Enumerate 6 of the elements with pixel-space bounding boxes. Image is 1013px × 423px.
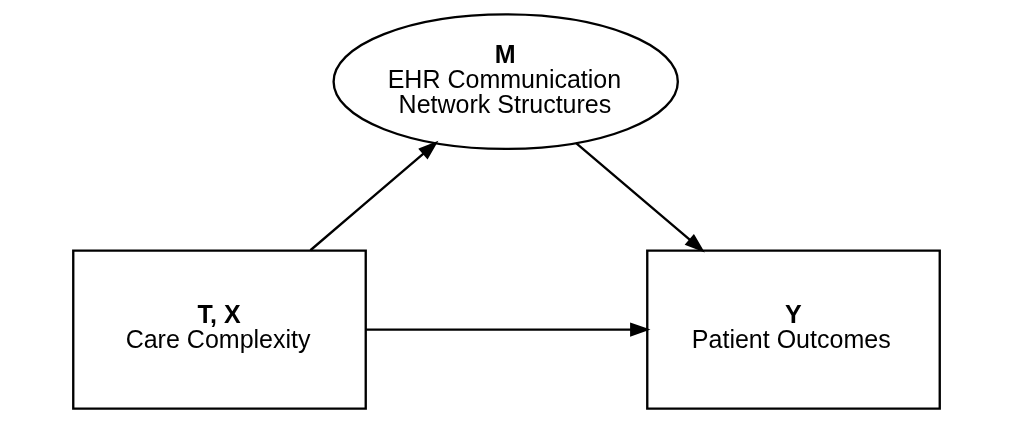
arrow <box>309 140 439 252</box>
arrow <box>365 322 651 337</box>
node-box: Y Patient Outcomes <box>646 249 941 410</box>
node-ellipse: M EHR Communication Network Structures <box>332 13 679 151</box>
node-box: T, X Care Complexity <box>72 249 367 410</box>
arrow <box>575 142 705 253</box>
